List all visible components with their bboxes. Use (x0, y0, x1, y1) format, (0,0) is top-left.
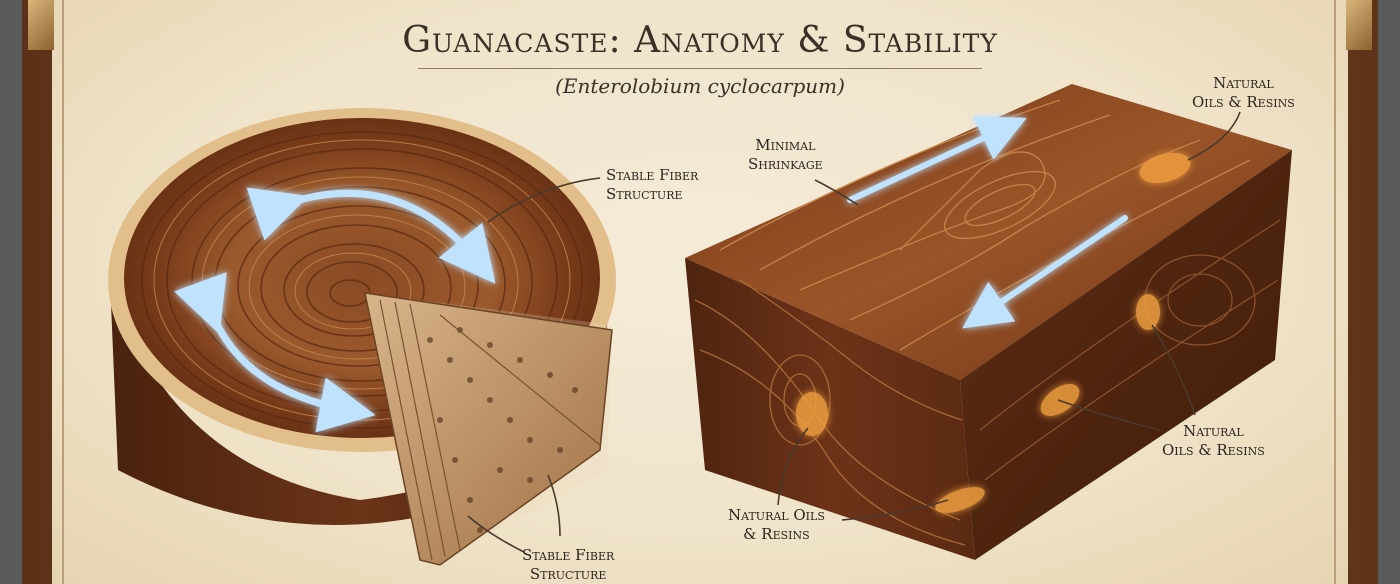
leader-oils-right (1057, 399, 1161, 431)
log-bark-side (110, 280, 612, 525)
inner-border (62, 0, 1336, 584)
corner-ornament-right (1346, 0, 1372, 50)
resin-spot-top (1139, 152, 1191, 184)
resin-spots (796, 152, 1191, 513)
block-top-face (685, 84, 1292, 380)
wood-block (685, 84, 1292, 560)
page-subtitle: (Enterolobium cyclocarpum) (555, 74, 845, 98)
label-oils-bottom: Natural Oils & Resins (728, 506, 825, 543)
leader-oils-top (1187, 111, 1241, 161)
arrow-ring-top (246, 187, 496, 284)
label-oils-top: Natural Oils & Resins (1192, 74, 1295, 111)
log-cross-section (108, 108, 616, 566)
arrow-block-top (847, 116, 1027, 203)
title-divider (418, 68, 982, 69)
shrinkage-arrows-block (847, 116, 1128, 329)
resin-spot-bottom (935, 487, 985, 513)
label-minimal-shrinkage: Minimal Shrinkage (748, 136, 823, 173)
fiber-wedge (364, 292, 613, 566)
wedge-fiber-lines (379, 299, 601, 561)
resin-spot-side-2 (1136, 294, 1160, 330)
leader-stable-fiber-top (487, 177, 601, 223)
resin-spot-front (796, 392, 828, 436)
shrinkage-arrows-log (174, 187, 496, 433)
leader-stable-fiber-bottom-2 (547, 474, 561, 537)
label-stable-fiber-top: Stable Fiber Structure (606, 166, 699, 203)
label-stable-fiber-bottom: Stable Fiber Structure (522, 546, 615, 583)
page-title: Guanacaste: Anatomy & Stability (402, 20, 998, 61)
leader-oils-bottom (777, 427, 809, 506)
block-side-face (960, 150, 1292, 560)
corner-ornament-left (28, 0, 54, 50)
leader-lines (467, 111, 1241, 553)
wedge-pores (427, 327, 578, 533)
leader-oils-bottom-2 (841, 499, 949, 521)
leader-shrinkage (814, 179, 859, 206)
arrow-ring-left (174, 272, 376, 433)
arrow-block-mid (962, 215, 1128, 329)
leader-stable-fiber-bottom (467, 515, 525, 553)
leader-oils-right-2 (1151, 324, 1196, 416)
label-oils-right: Natural Oils & Resins (1162, 422, 1265, 459)
